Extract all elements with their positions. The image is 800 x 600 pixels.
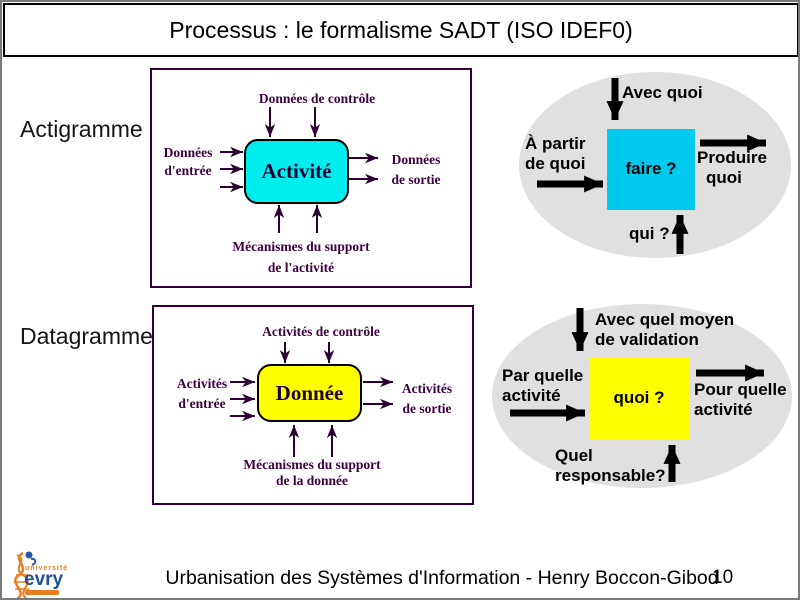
evry-logo: université evry <box>7 549 102 598</box>
datagramme-control-label: Activités de contrôle <box>262 324 380 339</box>
actigramme-q-left: À partir de quoi <box>525 134 586 174</box>
actigramme-control-label: Données de contrôle <box>258 91 376 106</box>
evry-logo-icon <box>14 551 37 598</box>
datagramme-q-left: Par quelle activité <box>502 366 584 406</box>
title-box: Processus : le formalisme SADT (ISO IDEF… <box>3 3 798 57</box>
datagramme-mechanism-label: Mécanismes du support de la donnée <box>243 457 381 488</box>
actigramme-input-label: Données d'entrée <box>163 145 213 178</box>
evry-logo-strip <box>25 590 59 595</box>
evry-logo-university-text: université <box>25 565 69 572</box>
quoi-box: quoi ? <box>589 357 689 439</box>
actigramme-mechanism-label: Mécanismes du support de l'activité <box>232 239 370 275</box>
quoi-box-label: quoi ? <box>613 387 665 407</box>
datagramme-q-top: Avec quel moyen de validation <box>595 310 735 350</box>
section-label-actigramme: Actigramme <box>20 116 143 142</box>
evry-logo-name: evry <box>24 569 64 590</box>
datagramme-q-right: Pour quelle activité <box>694 380 787 420</box>
data-box: Donnée <box>257 364 362 422</box>
actigramme-q-right: Produire quoi <box>697 148 767 188</box>
activity-box-label: Activité <box>261 159 332 183</box>
footer-text: Urbanisation des Systèmes d'Information … <box>165 567 719 589</box>
datagramme-output-label: Activités de sortie <box>401 381 453 416</box>
faire-box-label: faire ? <box>625 159 677 179</box>
actigramme-q-top: Avec quoi <box>622 83 703 102</box>
actigramme-q-bottom: qui ? <box>629 224 670 243</box>
datagramme-q-bottom: Quel responsable? <box>555 446 666 486</box>
page-number: 10 <box>712 567 734 588</box>
page-title: Processus : le formalisme SADT (ISO IDEF… <box>169 16 633 43</box>
section-label-datagramme: Datagramme <box>20 323 153 349</box>
datagramme-input-label: Activités d'entrée <box>176 376 228 411</box>
actigramme-output-label: Données de sortie <box>391 152 441 187</box>
data-box-label: Donnée <box>275 380 344 405</box>
faire-box: faire ? <box>607 129 695 210</box>
activity-box: Activité <box>244 139 349 204</box>
